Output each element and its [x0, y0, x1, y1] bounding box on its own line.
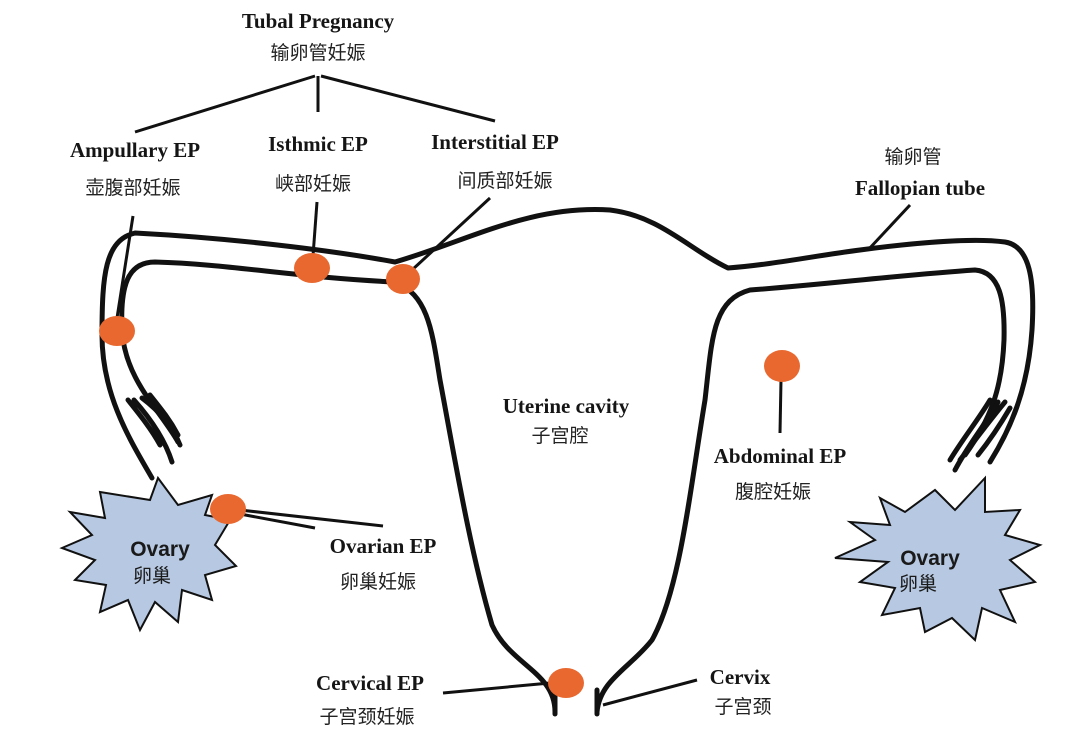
cervix-label-en: Cervix [710, 665, 771, 689]
left-fimbriae [125, 392, 183, 465]
abdominal-site-marker [764, 350, 800, 382]
cervix-leader [602, 678, 698, 707]
labels: Ampullary EP 壶腹部妊娠 Isthmic EP 峡部妊娠 Inter… [70, 130, 985, 728]
right-ovary-shape [834, 475, 1043, 642]
ampullary-label-en: Ampullary EP [70, 138, 200, 162]
right-fimbriae [947, 397, 1013, 473]
ovarian-leader-a [239, 508, 384, 528]
uterine-cavity-label-cn: 子宫腔 [531, 425, 588, 447]
interstitial-leader [410, 196, 492, 272]
ovarian-leader-b [239, 512, 316, 530]
outer-upper-contour [99, 207, 1036, 481]
tubal-branch-right [320, 74, 496, 123]
ampullary-site-marker [99, 316, 135, 346]
right-ovary-label-en: Ovary [900, 547, 960, 570]
uterus-outline [99, 207, 1036, 717]
right-inner-wall [594, 267, 1007, 715]
interstitial-site-marker [386, 264, 420, 294]
tubal-branch-left [134, 74, 316, 134]
interstitial-label-en: Interstitial EP [431, 130, 559, 154]
fallopian-label-cn: 输卵管 [884, 146, 941, 168]
cervix-label-cn: 子宫颈 [714, 696, 771, 718]
ovarian-site-marker [210, 494, 246, 524]
pregnancy-sites [99, 253, 800, 698]
isthmic-label-en: Isthmic EP [268, 132, 368, 156]
ovarian-label-en: Ovarian EP [330, 534, 437, 558]
abdominal-label-en: Abdominal EP [714, 444, 847, 468]
tubal-pregnancy-group: Tubal Pregnancy 输卵管妊娠 [134, 9, 496, 134]
isthmic-label-cn: 峡部妊娠 [275, 173, 351, 195]
tubal-title-cn: 输卵管妊娠 [270, 42, 365, 64]
left-ovary: Ovary 卵巢 [59, 475, 238, 633]
right-ovary: Ovary 卵巢 [834, 475, 1043, 642]
interstitial-label-cn: 间质部妊娠 [457, 170, 552, 192]
left-ovary-label-en: Ovary [130, 538, 190, 561]
cervical-label-cn: 子宫颈妊娠 [319, 706, 414, 728]
isthmic-leader [311, 201, 319, 257]
ovarian-label-cn: 卵巢妊娠 [340, 571, 416, 593]
cervical-site-marker [548, 668, 584, 698]
tubal-title-en: Tubal Pregnancy [242, 9, 395, 33]
left-ovary-label-cn: 卵巢 [133, 565, 171, 587]
fallopian-label-en: Fallopian tube [855, 176, 985, 200]
isthmic-site-marker [294, 253, 330, 283]
abdominal-label-cn: 腹腔妊娠 [735, 481, 811, 503]
right-ovary-label-cn: 卵巢 [899, 573, 937, 595]
ampullary-leader [115, 215, 135, 319]
leader-lines [115, 196, 912, 707]
uterine-cavity-label-en: Uterine cavity [503, 394, 630, 418]
cervical-label-en: Cervical EP [316, 671, 424, 695]
fallopian-leader [866, 203, 912, 252]
left-inner-wall [119, 259, 558, 715]
ampullary-label-cn: 壶腹部妊娠 [85, 177, 180, 199]
abdominal-leader [778, 379, 783, 434]
cervical-leader [442, 681, 551, 695]
left-ovary-shape [59, 475, 238, 633]
